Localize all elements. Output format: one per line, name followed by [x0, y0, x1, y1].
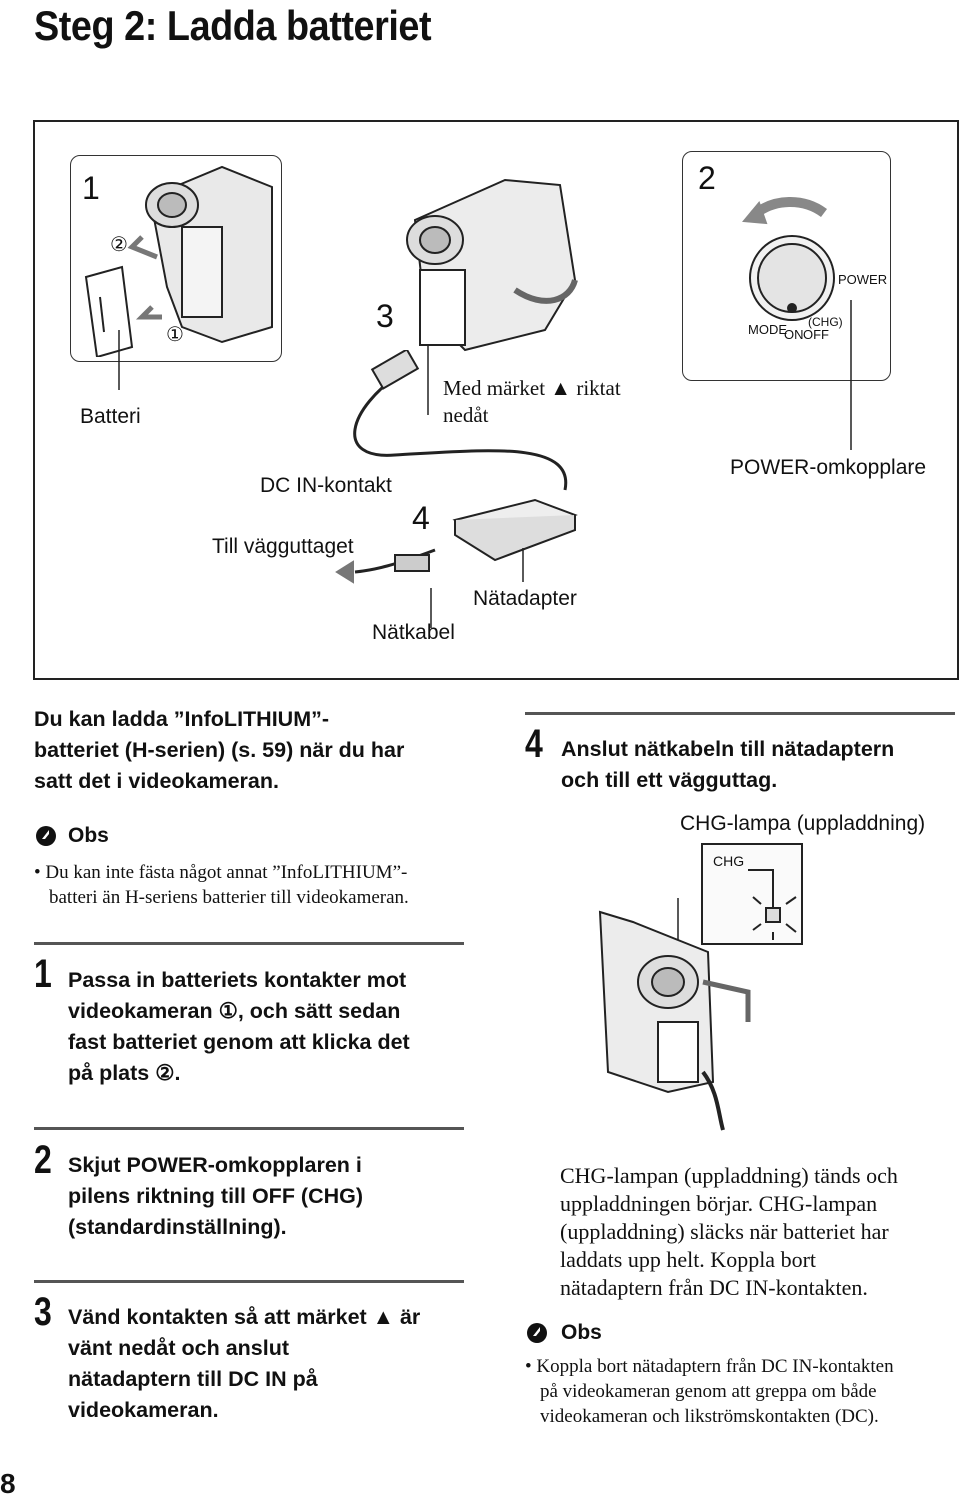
divider — [34, 1127, 464, 1130]
chg-lamp-caption: CHG-lampa (uppladdning) — [680, 812, 926, 835]
battery-leader-line — [118, 330, 120, 390]
note1-text: • Du kan inte fästa något annat ”InfoLIT… — [34, 862, 409, 908]
label-adapter: Nätadapter — [473, 587, 577, 610]
label-mark-line2: nedåt — [443, 403, 489, 427]
label-power-switch: POWER-omkopplare — [730, 456, 927, 479]
camera-dc-in-icon — [406, 178, 578, 352]
dial-off-label: OFF — [803, 327, 829, 342]
camera-battery-icon — [84, 165, 273, 357]
intro-text: Du kan ladda ”InfoLITHIUM”- batteriet (H… — [34, 707, 405, 793]
chg-lamp-icon — [598, 843, 803, 1131]
step1-text: Passa in batteriets kontakter mot videok… — [68, 968, 410, 1085]
note1-heading: Obs — [68, 824, 109, 847]
marker-2: ② — [110, 234, 128, 256]
adapter-leader-line — [522, 548, 524, 582]
power-switch-panel — [682, 151, 891, 381]
step1-number: 1 — [34, 952, 52, 996]
label-dc-in: DC IN-kontakt — [260, 474, 392, 497]
page-title: Steg 2: Ladda batteriet — [34, 2, 432, 49]
marker-1: ① — [166, 324, 184, 346]
step3-number: 3 — [34, 1290, 52, 1334]
divider — [34, 942, 464, 945]
figure-step-3: 3 — [376, 298, 394, 334]
note2-heading: Obs — [561, 1321, 602, 1344]
label-power-cord: Nätkabel — [372, 621, 455, 644]
charging-text: CHG-lampan (uppladdning) tänds och uppla… — [560, 1163, 898, 1300]
power-dial-icon — [742, 197, 835, 321]
divider — [525, 712, 955, 715]
dial-on-label: ON — [784, 327, 804, 342]
label-battery: Batteri — [80, 405, 141, 428]
charging-illustration — [33, 120, 959, 680]
step4-number: 4 — [525, 722, 543, 766]
note-icon — [36, 826, 56, 846]
note2-text: • Koppla bort nätadaptern från DC IN-kon… — [525, 1356, 894, 1427]
figure-step-2: 2 — [698, 160, 716, 196]
label-wall: Till vägguttaget — [212, 535, 354, 558]
step2-number: 2 — [34, 1138, 52, 1182]
page-number: 8 — [0, 1468, 16, 1499]
step4-text: Anslut nätkabeln till nätadaptern och ti… — [561, 737, 895, 792]
dial-mode-label: MODE — [748, 322, 787, 337]
step3-text: Vänd kontakten så att märket ▲ är vänt n… — [68, 1305, 421, 1422]
figure-step-1: 1 — [82, 170, 100, 206]
battery-insert-panel — [70, 155, 282, 362]
note-icon — [527, 1323, 547, 1343]
divider — [34, 1280, 464, 1283]
chg-panel-label: CHG — [713, 853, 745, 869]
mark-leader-line — [427, 345, 429, 415]
power-switch-leader-line — [850, 300, 852, 450]
label-mark-line1: Med märket ▲ riktat — [443, 376, 621, 400]
dial-power-label: POWER — [838, 272, 888, 287]
step2-text: Skjut POWER-omkopplaren i pilens riktnin… — [68, 1153, 364, 1239]
cord-leader-line — [430, 588, 432, 628]
figure-step-4: 4 — [412, 500, 430, 536]
dial-chg-label: (CHG) — [808, 315, 843, 329]
adapter-cable-icon — [335, 350, 578, 584]
